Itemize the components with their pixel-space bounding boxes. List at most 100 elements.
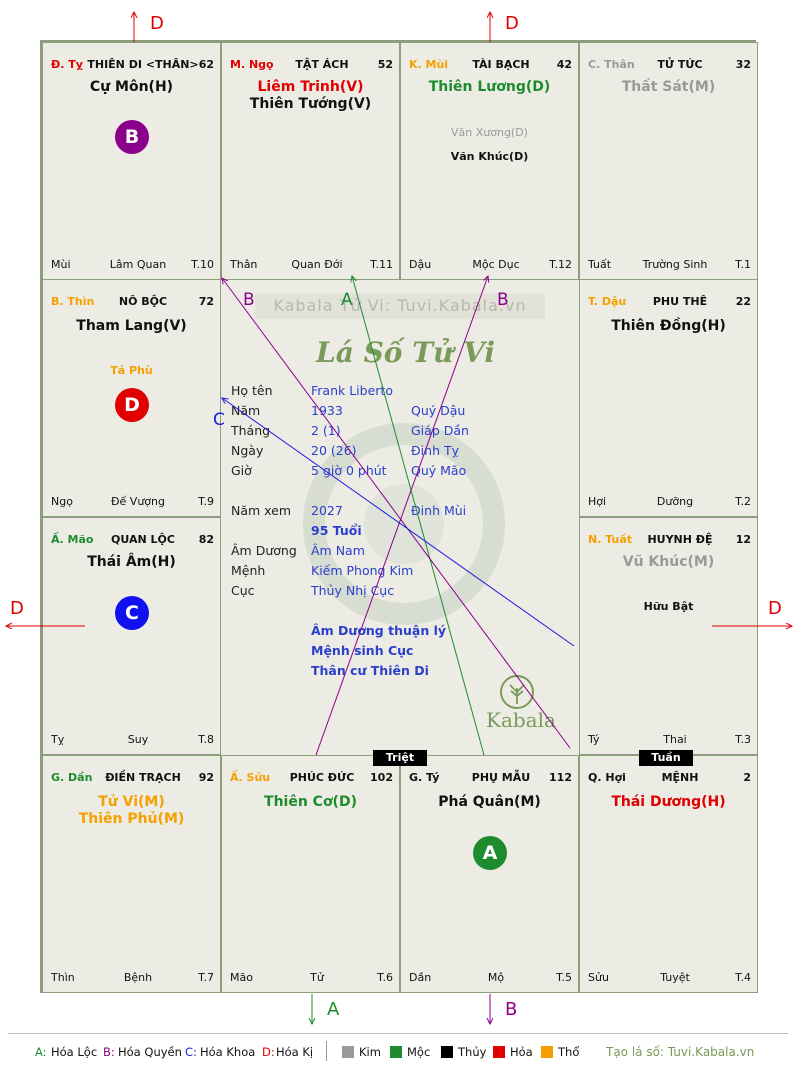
bottom-right: T.3 bbox=[735, 732, 751, 746]
bottom-center: Đế Vượng bbox=[111, 494, 165, 508]
mutagen-circle-d: D bbox=[115, 388, 149, 422]
value-ho-ten: Frank Liberto bbox=[311, 383, 393, 398]
legend-key-d: D: bbox=[262, 1045, 275, 1059]
legend-divider bbox=[8, 1033, 788, 1034]
mutagen-circle-c: C bbox=[115, 596, 149, 630]
bottom-left: Hợi bbox=[588, 494, 607, 508]
bottom-center: Mộ bbox=[487, 970, 505, 984]
palace-name: HUYNH ĐỆ bbox=[647, 533, 713, 546]
kabala-tree-icon bbox=[500, 675, 534, 709]
palace-tai-bach[interactable]: K. Mùi TÀI BẠCH 42 Thiên Lương(D) Văn Xư… bbox=[400, 42, 579, 280]
value-menh: Kiếm Phong Kim bbox=[311, 563, 414, 578]
bottom-right: T.9 bbox=[198, 494, 214, 508]
major-star: Liêm Trinh(V) bbox=[257, 79, 364, 95]
value-am-duong: Âm Nam bbox=[311, 543, 365, 558]
arrow-label-b: B bbox=[505, 999, 517, 1020]
arrow-label-d: D bbox=[150, 13, 164, 34]
bottom-right: T.11 bbox=[370, 257, 393, 271]
palace-quan-loc[interactable]: Ấ. Mão QUAN LỘC 82 Thái Âm(H) C Tỵ Suy T… bbox=[42, 517, 221, 755]
palace-name: PHU THÊ bbox=[652, 295, 708, 308]
value-nam-xem-can-chi: Đinh Mùi bbox=[411, 503, 467, 518]
value-ngay-can-chi: Đinh Tỵ bbox=[411, 443, 460, 458]
label-nam-xem: Năm xem bbox=[231, 503, 292, 518]
bottom-left: Thìn bbox=[51, 970, 75, 984]
hoa-swatch bbox=[493, 1046, 505, 1058]
tho-swatch bbox=[541, 1046, 553, 1058]
legend-hoa-loc: Hóa Lộc bbox=[51, 1045, 98, 1059]
palace-name: MỆNH bbox=[661, 771, 699, 784]
tuan-tag: Tuần bbox=[639, 750, 693, 766]
bottom-center: Tử bbox=[310, 970, 324, 984]
value-thang: 2 (1) bbox=[311, 423, 341, 438]
major-star: Thất Sát(M) bbox=[621, 79, 716, 95]
age-label: 52 bbox=[377, 58, 393, 71]
value-nam: 1933 bbox=[311, 403, 343, 418]
note-menh-cuc: Mệnh sinh Cục bbox=[311, 643, 414, 658]
bottom-right: T.12 bbox=[549, 257, 572, 271]
branch-label: M. Ngọ bbox=[230, 58, 274, 71]
legend-key-a: A: bbox=[35, 1045, 47, 1059]
bottom-right: T.4 bbox=[735, 970, 751, 984]
age-label: 72 bbox=[198, 295, 214, 308]
bottom-left: Tuất bbox=[588, 257, 612, 271]
bottom-right: T.7 bbox=[198, 970, 214, 984]
major-star: Thiên Cơ(D) bbox=[264, 794, 357, 810]
triet-tag: Triệt bbox=[373, 750, 427, 766]
palace-phuc-duc[interactable]: Ấ. Sửu PHÚC ĐỨC 102 Thiên Cơ(D) Mão Tử T… bbox=[221, 755, 400, 993]
palace-name: PHỤ MẪU bbox=[471, 771, 531, 784]
branch-label: Q. Hợi bbox=[588, 771, 626, 784]
palace-name: QUAN LỘC bbox=[111, 533, 175, 546]
age-label: 62 bbox=[198, 58, 214, 71]
palace-name: TÀI BẠCH bbox=[472, 58, 530, 71]
branch-label: K. Mùi bbox=[409, 58, 449, 71]
create-chart-link[interactable]: Tạo lá số: Tuvi.Kabala.vn bbox=[606, 1045, 755, 1059]
branch-label: C. Thân bbox=[588, 58, 635, 71]
bottom-left: Mùi bbox=[51, 257, 71, 271]
value-nam-can-chi: Quý Dậu bbox=[411, 403, 466, 418]
palace-huynh-de[interactable]: N. Tuất HUYNH ĐỆ 12 Vũ Khúc(M) Hữu Bật T… bbox=[579, 517, 758, 755]
logo-title: Lá Số Tử Vi bbox=[316, 336, 496, 369]
value-thang-can-chi: Giáp Dần bbox=[411, 423, 469, 438]
branch-label: Ấ. Mão bbox=[51, 533, 94, 546]
label-ho-ten: Họ tên bbox=[231, 383, 273, 398]
chart-board: Đ. Tỵ THIÊN DI <THÂN> 62 Cự Môn(H) B Mùi… bbox=[40, 40, 758, 993]
bottom-left: Dần bbox=[409, 970, 432, 984]
legend-moc: Mộc bbox=[407, 1045, 431, 1059]
major-star: Tham Lang(V) bbox=[76, 318, 187, 334]
bottom-center: Quan Đới bbox=[291, 257, 343, 271]
palace-no-boc[interactable]: B. Thìn NÔ BỘC 72 Tham Lang(V) Tả Phù D … bbox=[42, 279, 221, 517]
palace-menh[interactable]: Q. Hợi MỆNH 2 Thái Dương(H) Sửu Tuyệt T.… bbox=[579, 755, 758, 993]
major-star: Thái Dương(H) bbox=[611, 794, 726, 810]
bottom-center: Mộc Dục bbox=[472, 257, 520, 271]
value-ngay: 20 (26) bbox=[311, 443, 357, 458]
palace-tu-tuc[interactable]: C. Thân TỬ TỨC 32 Thất Sát(M) Tuất Trườn… bbox=[579, 42, 758, 280]
branch-label: G. Dần bbox=[51, 771, 93, 784]
palace-name: TỬ TỨC bbox=[657, 58, 703, 71]
label-nam: Năm bbox=[231, 403, 261, 418]
palace-dien-trach[interactable]: G. Dần ĐIỀN TRẠCH 92 Tử Vi(M) Thiên Phủ(… bbox=[42, 755, 221, 993]
value-cuc: Thủy Nhị Cục bbox=[311, 583, 395, 598]
age-label: 22 bbox=[735, 295, 751, 308]
palace-phu-mau[interactable]: G. Tý PHỤ MẪU 112 Phá Quân(M) A Dần Mộ T… bbox=[400, 755, 579, 993]
major-star: Thái Âm(H) bbox=[87, 554, 176, 570]
palace-name: ĐIỀN TRẠCH bbox=[105, 771, 181, 784]
age-label: 92 bbox=[198, 771, 214, 784]
kim-swatch bbox=[342, 1046, 354, 1058]
legend-bar: A: Hóa Lộc B: Hóa Quyền C: Hóa Khoa D: H… bbox=[0, 1033, 796, 1065]
palace-tat-ach[interactable]: M. Ngọ TẬT ÁCH 52 Liêm Trinh(V) Thiên Tư… bbox=[221, 42, 400, 280]
age-label: 112 bbox=[549, 771, 572, 784]
age-label: 102 bbox=[370, 771, 393, 784]
note-than-cu: Thân cư Thiên Di bbox=[311, 663, 429, 678]
major-star: Thiên Lương(D) bbox=[428, 79, 551, 95]
label-am-duong: Âm Dương bbox=[231, 543, 297, 558]
legend-hoa-khoa: Hóa Khoa bbox=[200, 1045, 256, 1059]
palace-name: THIÊN DI <THÂN> bbox=[87, 58, 199, 71]
palace-thien-di[interactable]: Đ. Tỵ THIÊN DI <THÂN> 62 Cự Môn(H) B Mùi… bbox=[42, 42, 221, 280]
major-star: Thiên Phủ(M) bbox=[78, 811, 185, 827]
arrow-label-a: A bbox=[327, 999, 340, 1020]
bottom-center: Thai bbox=[663, 732, 687, 746]
label-thang: Tháng bbox=[231, 423, 271, 438]
palace-name: TẬT ÁCH bbox=[295, 58, 349, 71]
legend-tho: Thổ bbox=[558, 1045, 580, 1059]
palace-phu-the[interactable]: T. Dậu PHU THÊ 22 Thiên Đồng(H) Hợi Dưỡn… bbox=[579, 279, 758, 517]
